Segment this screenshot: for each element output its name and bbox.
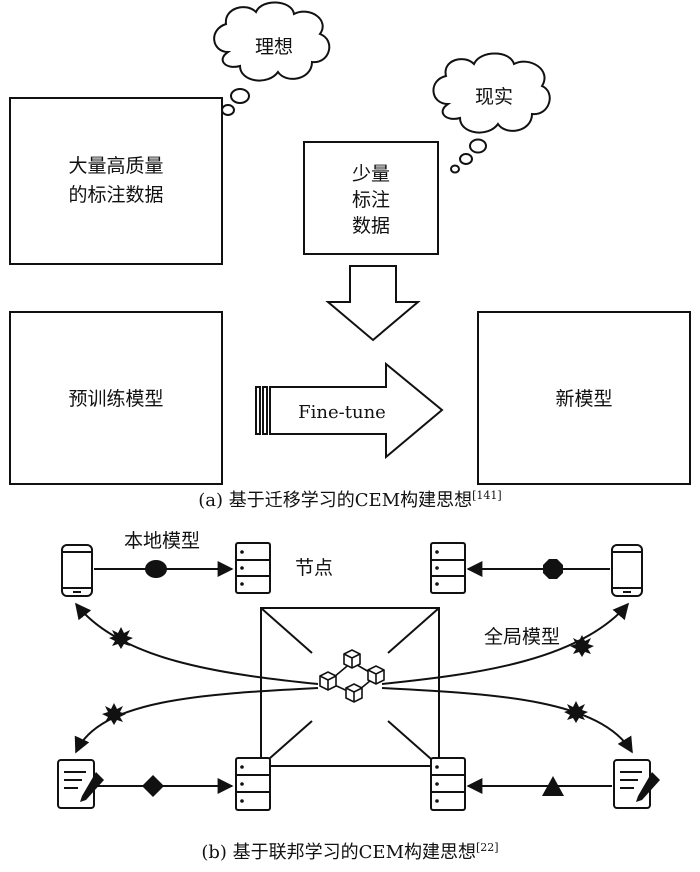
finetune-arrow: Fine-tune	[255, 361, 444, 460]
caption-a-text: (a) 基于迁移学习的CEM构建思想	[198, 490, 472, 511]
big-labeled-data-box: 大量高质量 的标注数据	[9, 97, 223, 265]
caption-a: (a) 基于迁移学习的CEM构建思想[141]	[198, 489, 501, 511]
caption-b-text: (b) 基于联邦学习的CEM构建思想	[201, 842, 476, 863]
server-icon	[430, 757, 466, 811]
global-arrow-bottom-right	[381, 687, 633, 754]
caption-a-ref: [141]	[472, 489, 502, 502]
new-model-box: 新模型	[477, 311, 691, 485]
reality-thought-cloud: 现实	[432, 52, 551, 174]
pretrained-model-label: 预训练模型	[68, 388, 163, 410]
local-model-label: 本地模型	[124, 530, 200, 552]
big-data-line2: 的标注数据	[68, 184, 163, 206]
finetune-label: Fine-tune	[298, 402, 386, 423]
global-model-label: 全局模型	[484, 626, 560, 648]
tablet-pen-icon	[57, 759, 104, 809]
tablet-pen-icon	[613, 759, 660, 809]
small-labeled-data-box: 少量 标注 数据	[303, 141, 439, 255]
caption-b-ref: [22]	[476, 841, 499, 854]
server-icon	[235, 757, 271, 811]
server-icon	[430, 542, 466, 594]
big-data-line1: 大量高质量	[68, 155, 163, 177]
octagon-marker	[543, 559, 563, 579]
smartphone-icon	[611, 544, 643, 597]
global-arrow-top-right	[381, 602, 630, 685]
global-arrow-top-left	[75, 602, 319, 685]
diamond-marker	[142, 775, 164, 797]
small-data-line1: 少量	[352, 163, 390, 185]
ellipse-marker	[145, 560, 167, 578]
triangle-marker	[542, 776, 564, 796]
caption-b: (b) 基于联邦学习的CEM构建思想[22]	[201, 841, 498, 863]
down-hollow-arrow	[325, 265, 421, 342]
small-data-line3: 数据	[352, 215, 390, 237]
node-label: 节点	[295, 557, 333, 579]
ideal-label: 理想	[255, 36, 293, 58]
smartphone-icon	[61, 544, 93, 597]
global-arrow-bottom-left	[74, 687, 319, 754]
small-data-line2: 标注	[352, 189, 390, 211]
blockchain-cubes-icon	[319, 649, 385, 703]
ideal-thought-cloud: 理想	[212, 1, 331, 125]
reality-label: 现实	[475, 86, 513, 108]
pretrained-model-box: 预训练模型	[9, 311, 223, 485]
server-icon	[235, 542, 271, 594]
new-model-label: 新模型	[555, 388, 612, 410]
star-burst-icon	[102, 627, 594, 725]
